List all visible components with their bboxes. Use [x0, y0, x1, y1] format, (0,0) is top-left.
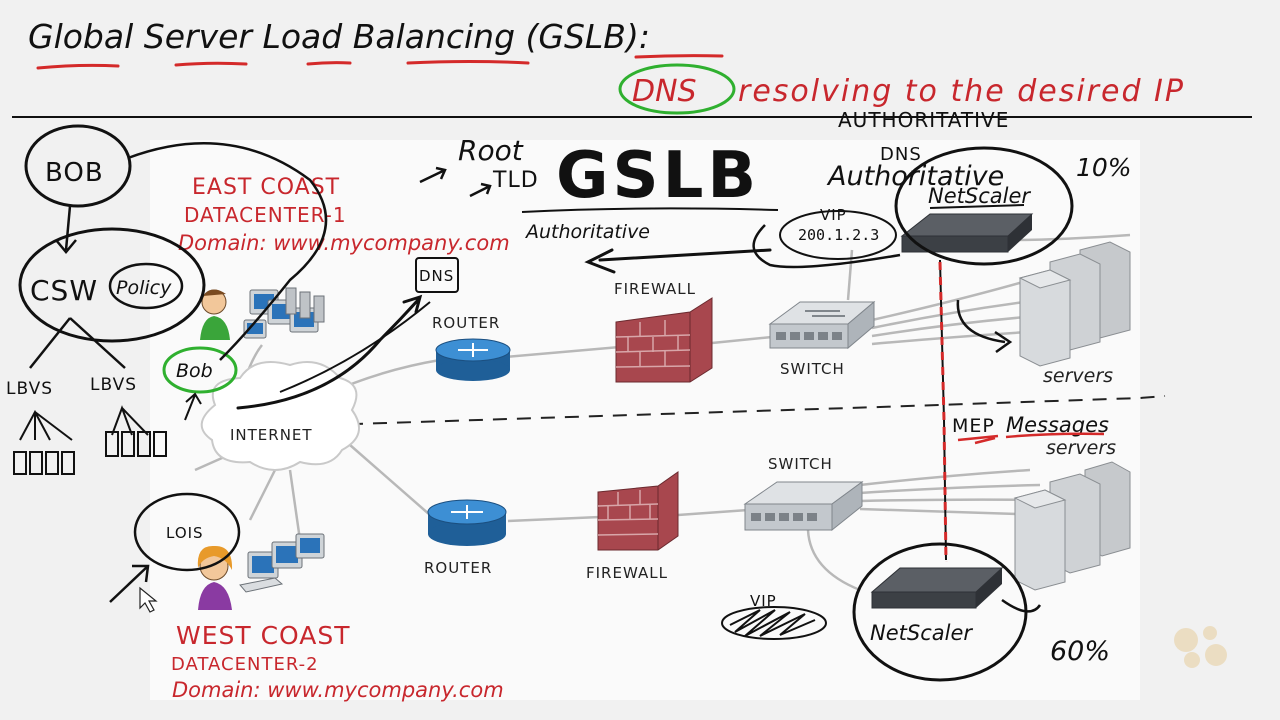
gslb-center: GSLB Root TLD Authoritative DNS — [415, 134, 779, 293]
west-firewall-icon — [597, 471, 679, 551]
authoritative-upper-label: AUTHORITATIVE — [838, 108, 1009, 132]
west-servers-icon — [1013, 461, 1131, 591]
west-switch-icon — [743, 481, 864, 532]
region-separator — [324, 395, 1166, 426]
west-percent: 60% — [1050, 636, 1110, 667]
west-firewall-label: FIREWALL — [586, 564, 668, 582]
west-netscaler-icon — [870, 567, 1004, 609]
dns-small-label: DNS — [880, 144, 922, 165]
east-servers-icon — [1018, 241, 1131, 367]
dns-box — [415, 257, 459, 293]
east-title: EAST COAST — [192, 175, 340, 200]
east-netscaler-label: NetScaler — [928, 184, 1031, 208]
west-users-cluster — [197, 533, 325, 610]
west-router-icon — [427, 499, 507, 546]
gslb-title: GSLB — [556, 139, 760, 213]
east-servers-label: servers — [1043, 365, 1113, 387]
policy-label: Policy — [116, 277, 172, 299]
csw-circle — [18, 227, 206, 343]
page-title: Global Server Load Balancing (GSLB): — [28, 17, 650, 56]
east-firewall-icon — [615, 297, 713, 383]
mep-link — [938, 261, 948, 563]
west-router-label: ROUTER — [424, 559, 492, 577]
mep-label: MEP — [952, 415, 995, 437]
brand-logo — [1174, 626, 1227, 668]
dns-highlight-circle — [618, 63, 736, 115]
east-netscaler-circle — [894, 146, 1074, 266]
mouse-cursor — [139, 586, 158, 613]
west-coast-datacenter: WEST COAST DATACENTER-2 Domain: www.myco… — [109, 437, 1131, 702]
west-netscaler-label: NetScaler — [870, 621, 973, 645]
east-firewall-label: FIREWALL — [614, 280, 696, 298]
west-vip-label: VIP — [750, 592, 777, 610]
internet-label: INTERNET — [230, 426, 313, 444]
header: Global Server Load Balancing (GSLB): DNS… — [12, 17, 1252, 118]
east-vip-label: VIP — [820, 206, 847, 224]
west-title: WEST COAST — [176, 621, 351, 650]
east-netscaler-icon — [900, 213, 1034, 253]
csw-label: CSW — [30, 274, 98, 307]
west-vip-scribble — [721, 606, 827, 640]
csw-lbvs-sketch: BOB CSW Policy LBVS LBVS — [6, 124, 328, 475]
west-switch-label: SWITCH — [768, 455, 833, 473]
east-coast-datacenter: EAST COAST DATACENTER-1 Domain: www.myco… — [162, 108, 1132, 394]
internet-cloud: INTERNET — [200, 361, 361, 471]
dns-box-label: DNS — [419, 267, 454, 285]
bob-label: BOB — [45, 158, 104, 188]
subtitle-text: resolving to the desired IP — [738, 74, 1185, 109]
lbvs-2-label: LBVS — [90, 375, 137, 395]
east-vip-ip: 200.1.2.3 — [798, 226, 879, 244]
authoritative-script-label: Authoritative — [826, 161, 1004, 192]
west-datacenter: DATACENTER-2 — [171, 654, 319, 675]
east-router-label: ROUTER — [432, 314, 500, 332]
lois-label: LOIS — [166, 524, 204, 542]
west-domain: Domain: www.mycompany.com — [172, 678, 504, 702]
bob-highlight-circle — [162, 346, 238, 394]
east-domain: Domain: www.mycompany.com — [178, 231, 510, 255]
authoritative-label: Authoritative — [524, 221, 650, 243]
tld-label: TLD — [492, 168, 539, 193]
west-servers-label: servers — [1046, 437, 1116, 459]
east-switch-icon — [768, 300, 876, 350]
dns-subtitle: DNS — [632, 74, 697, 109]
lois-circle — [133, 492, 241, 572]
dns-query-arrow — [236, 294, 423, 410]
root-label: Root — [458, 134, 524, 167]
east-switch-label: SWITCH — [780, 360, 845, 378]
east-percent: 10% — [1076, 153, 1132, 182]
bob-user-label: Bob — [176, 360, 213, 382]
lbvs-1-label: LBVS — [6, 379, 53, 399]
east-datacenter: DATACENTER-1 — [184, 203, 347, 227]
east-vip-ellipse — [779, 210, 897, 260]
east-router-icon — [435, 338, 511, 381]
bob-circle — [24, 124, 132, 208]
